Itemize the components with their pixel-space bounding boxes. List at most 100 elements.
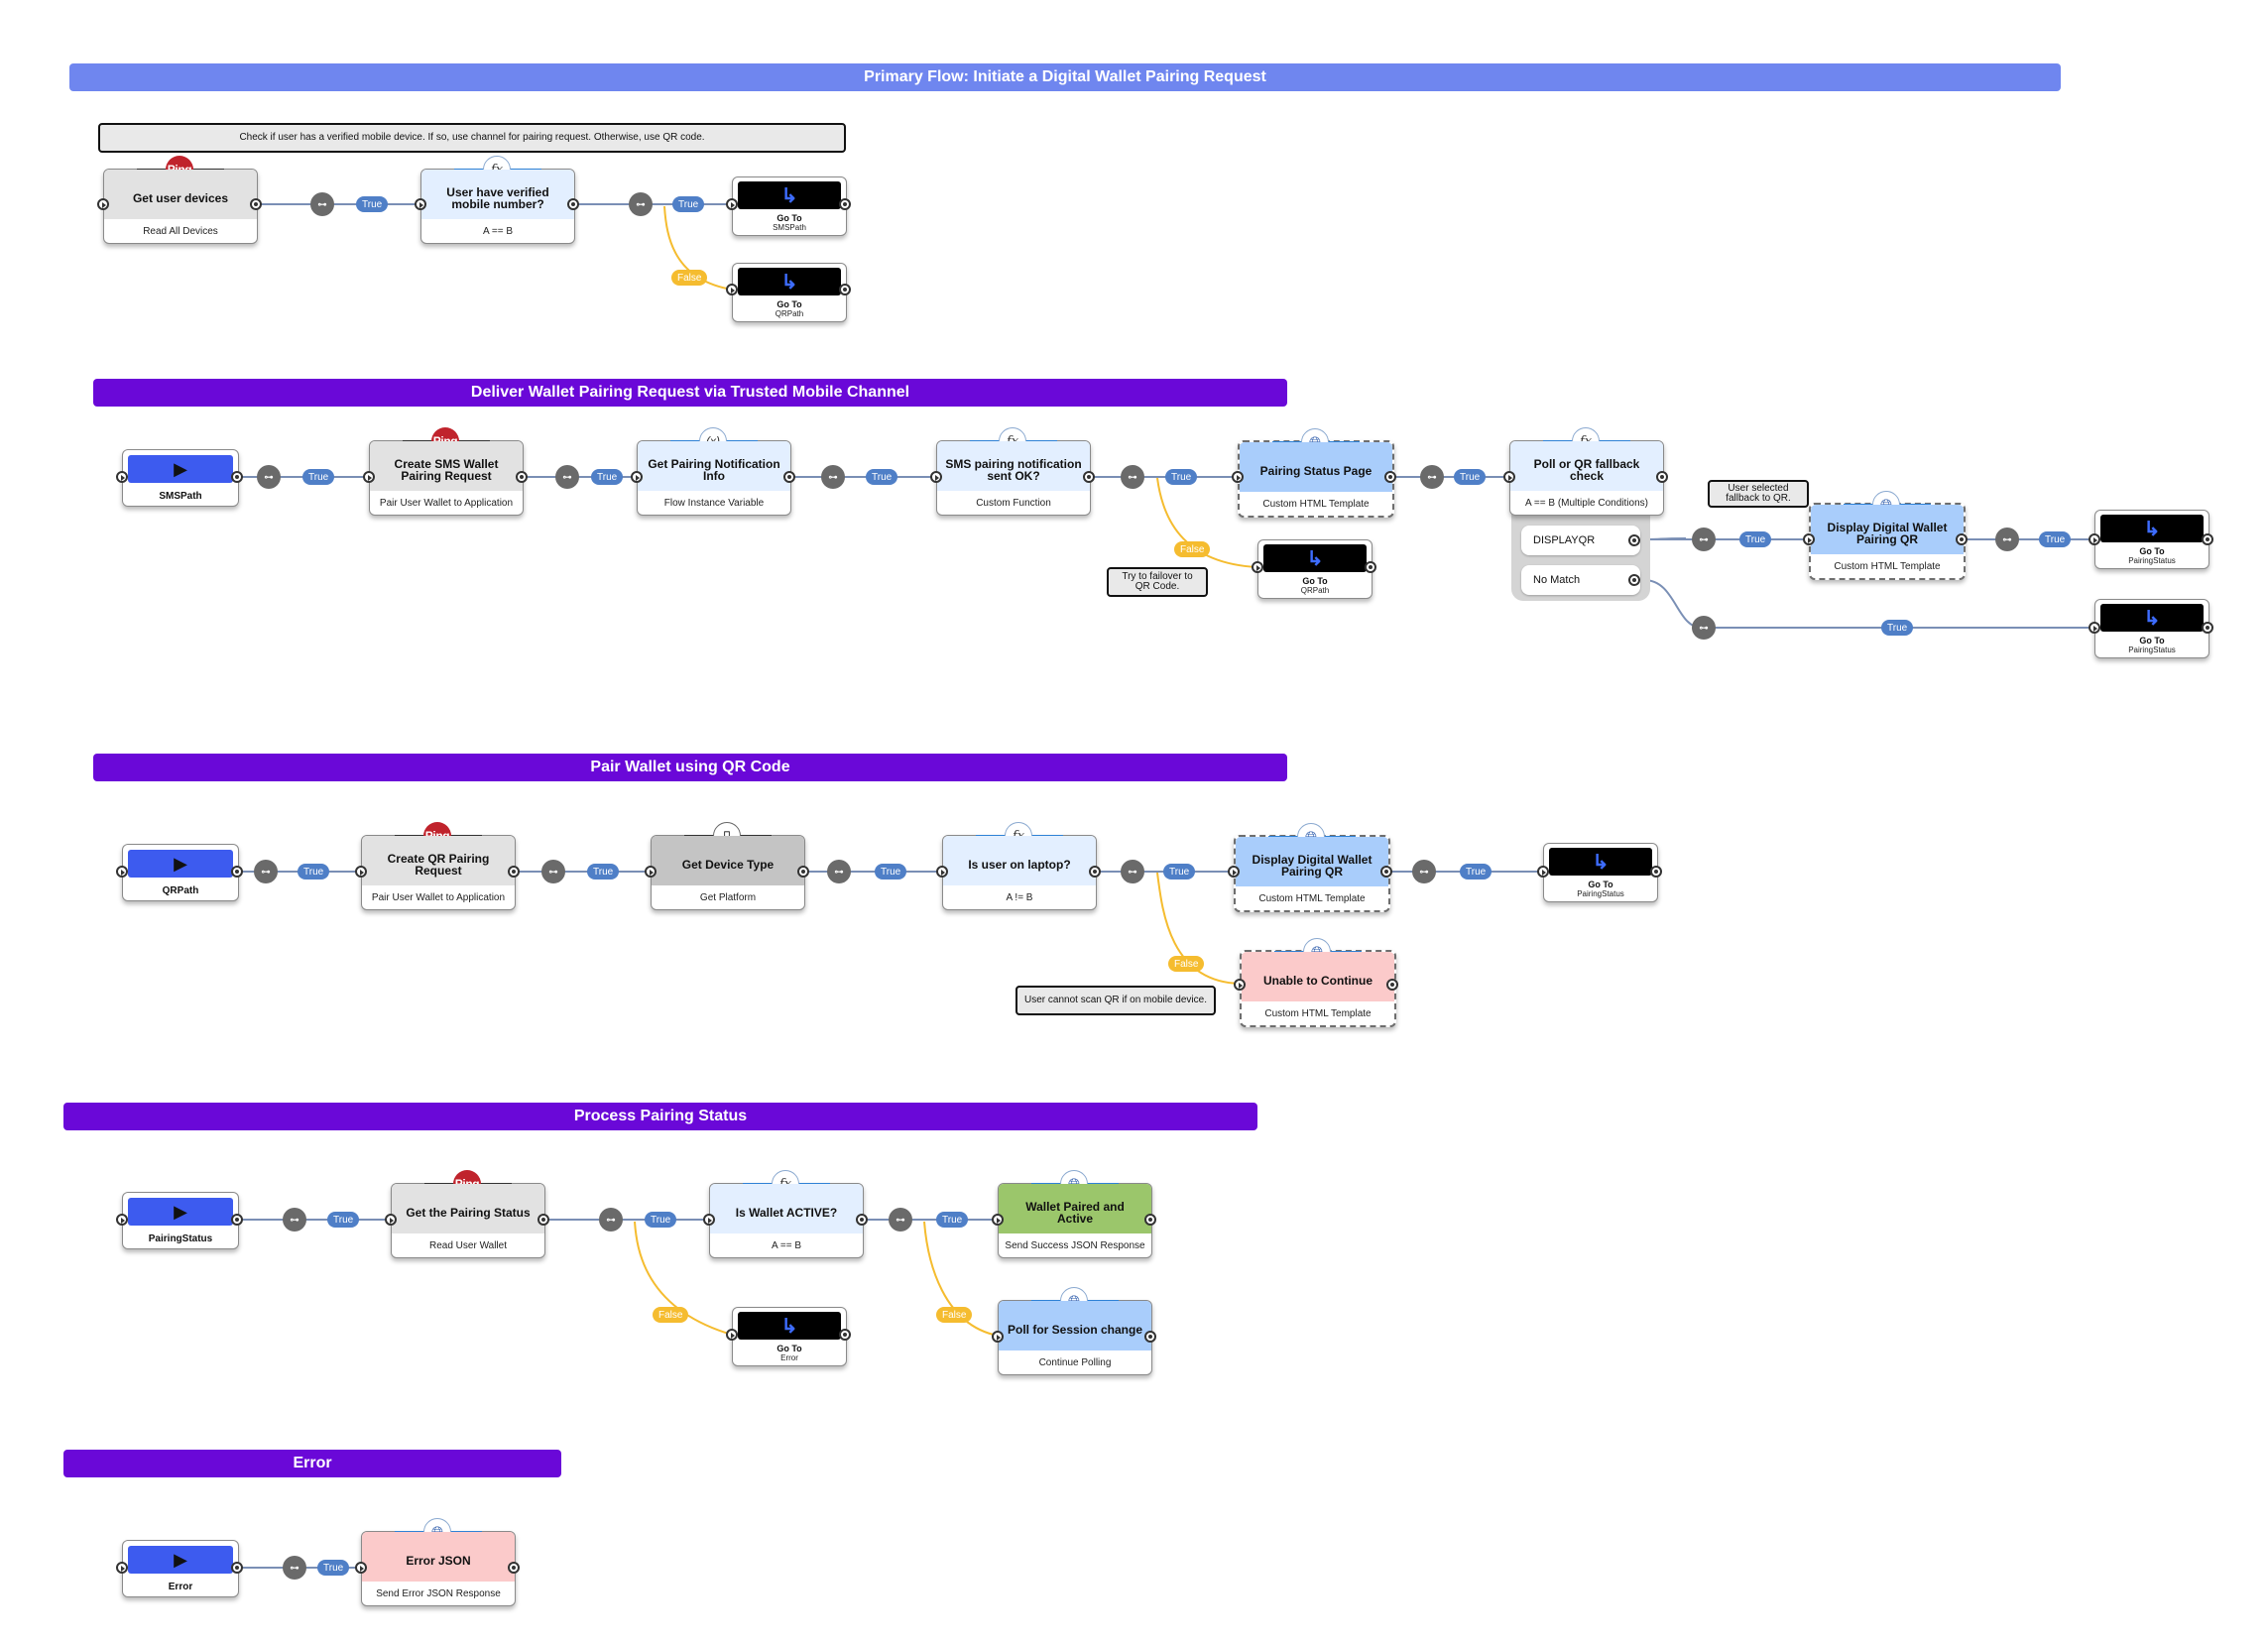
connector-icon[interactable]: ⊶ [599,1208,623,1232]
input-port[interactable] [2089,533,2100,545]
goto-error[interactable]: ↳ Go To Error [732,1307,847,1366]
output-port[interactable] [2202,622,2213,634]
node-create-sms-request[interactable]: Ping Create SMS Wallet Pairing Request P… [369,427,524,516]
node-display-pairing-qr[interactable]: 🌐︎ Display Digital Wallet Pairing QR Cus… [1809,491,1966,580]
output-port[interactable] [1628,534,1640,546]
node-user-on-laptop[interactable]: fx Is user on laptop? A != B [942,822,1097,910]
output-port[interactable] [783,471,795,483]
output-port[interactable] [508,1562,520,1574]
node-sms-sent-ok[interactable]: fx SMS pairing notification sent OK? Cus… [936,427,1091,516]
output-port[interactable] [1380,866,1392,878]
output-port[interactable] [231,1562,243,1574]
input-port[interactable] [703,1214,715,1226]
input-port[interactable] [363,471,375,483]
node-get-device-type[interactable]: ▯ Get Device Type Get Platform [651,822,805,910]
node-get-pairing-status[interactable]: Ping Get the Pairing Status Read User Wa… [391,1170,545,1258]
input-port[interactable] [116,1562,128,1574]
start-sms-path[interactable]: ▶ SMSPath [122,449,239,507]
input-port[interactable] [385,1214,397,1226]
connector-icon[interactable]: ⊶ [1692,528,1716,551]
node-wallet-paired-active[interactable]: 🌐︎ Wallet Paired and Active Send Success… [998,1170,1152,1258]
input-port[interactable] [116,1214,128,1226]
goto-qr-path[interactable]: ↳ Go To QRPath [732,263,847,322]
connector-icon[interactable]: ⊶ [1692,616,1716,640]
input-port[interactable] [97,198,109,210]
output-port[interactable] [2202,533,2213,545]
input-port[interactable] [1234,979,1246,991]
connector-icon[interactable]: ⊶ [821,465,845,489]
output-port[interactable] [567,198,579,210]
node-pairing-status-page[interactable]: 🌐︎ Pairing Status Page Custom HTML Templ… [1238,428,1394,518]
input-port[interactable] [992,1214,1004,1226]
connector-icon[interactable]: ⊶ [1121,465,1144,489]
input-port[interactable] [936,866,948,878]
connector-icon[interactable]: ⊶ [1420,465,1444,489]
output-port[interactable] [1089,866,1101,878]
input-port[interactable] [1232,471,1244,483]
node-error-json[interactable]: 🌐︎ Error JSON Send Error JSON Response [361,1518,516,1606]
input-port[interactable] [992,1331,1004,1343]
output-port[interactable] [1650,866,1662,878]
start-pairing-status[interactable]: ▶ PairingStatus [122,1192,239,1249]
connector-icon[interactable]: ⊶ [889,1208,912,1232]
output-port[interactable] [516,471,528,483]
output-port[interactable] [231,866,243,878]
output-port[interactable] [1628,574,1640,586]
input-port[interactable] [1252,561,1263,573]
start-qr-path[interactable]: ▶ QRPath [122,844,239,901]
output-port[interactable] [856,1214,868,1226]
connector-icon[interactable]: ⊶ [1121,860,1144,883]
input-port[interactable] [726,284,738,295]
output-port[interactable] [1144,1214,1156,1226]
connector-icon[interactable]: ⊶ [1412,860,1436,883]
input-port[interactable] [1537,866,1549,878]
input-port[interactable] [1803,533,1815,545]
output-port[interactable] [1083,471,1095,483]
node-unable-to-continue[interactable]: 🌐︎ Unable to Continue Custom HTML Templa… [1240,938,1396,1027]
output-port[interactable] [508,866,520,878]
output-port[interactable] [1656,471,1668,483]
connector-icon[interactable]: ⊶ [1995,528,2019,551]
input-port[interactable] [726,1329,738,1341]
node-display-pairing-qr-2[interactable]: 🌐︎ Display Digital Wallet Pairing QR Cus… [1234,823,1390,912]
connector-icon[interactable]: ⊶ [827,860,851,883]
input-port[interactable] [645,866,657,878]
connector-icon[interactable]: ⊶ [257,465,281,489]
input-port[interactable] [355,866,367,878]
start-error[interactable]: ▶ Error [122,1540,239,1597]
output-port[interactable] [231,471,243,483]
node-verified-mobile[interactable]: fx User have verified mobile number? A =… [420,156,575,244]
goto-pairing-status-2[interactable]: ↳ Go To PairingStatus [2094,599,2209,658]
goto-sms-path[interactable]: ↳ Go To SMSPath [732,176,847,236]
node-create-qr-request[interactable]: Ping Create QR Pairing Request Pair User… [361,822,516,910]
output-port[interactable] [839,198,851,210]
output-port[interactable] [1365,561,1376,573]
output-port[interactable] [1956,533,1968,545]
output-port[interactable] [839,1329,851,1341]
output-port[interactable] [839,284,851,295]
output-port[interactable] [1384,471,1396,483]
node-poll-or-fallback[interactable]: fx Poll or QR fallback check A == B (Mul… [1509,427,1664,516]
node-poll-session[interactable]: 🌐︎ Poll for Session change Continue Poll… [998,1287,1152,1375]
input-port[interactable] [631,471,643,483]
output-port[interactable] [1386,979,1398,991]
input-port[interactable] [116,471,128,483]
input-port[interactable] [116,866,128,878]
connector-icon[interactable]: ⊶ [629,192,653,216]
node-notification-info[interactable]: (x) Get Pairing Notification Info Flow I… [637,427,791,516]
connector-icon[interactable]: ⊶ [283,1556,306,1580]
output-port[interactable] [231,1214,243,1226]
output-port[interactable] [1144,1331,1156,1343]
input-port[interactable] [1503,471,1515,483]
input-port[interactable] [726,198,738,210]
connector-icon[interactable]: ⊶ [283,1208,306,1232]
input-port[interactable] [1228,866,1240,878]
input-port[interactable] [415,198,426,210]
option-displayqr[interactable]: DISPLAYQR [1521,526,1640,555]
input-port[interactable] [930,471,942,483]
output-port[interactable] [537,1214,549,1226]
output-port[interactable] [250,198,262,210]
connector-icon[interactable]: ⊶ [555,465,579,489]
goto-pairing-status-1[interactable]: ↳ Go To PairingStatus [2094,510,2209,569]
goto-pairing-status-qr[interactable]: ↳ Go To PairingStatus [1543,843,1658,902]
